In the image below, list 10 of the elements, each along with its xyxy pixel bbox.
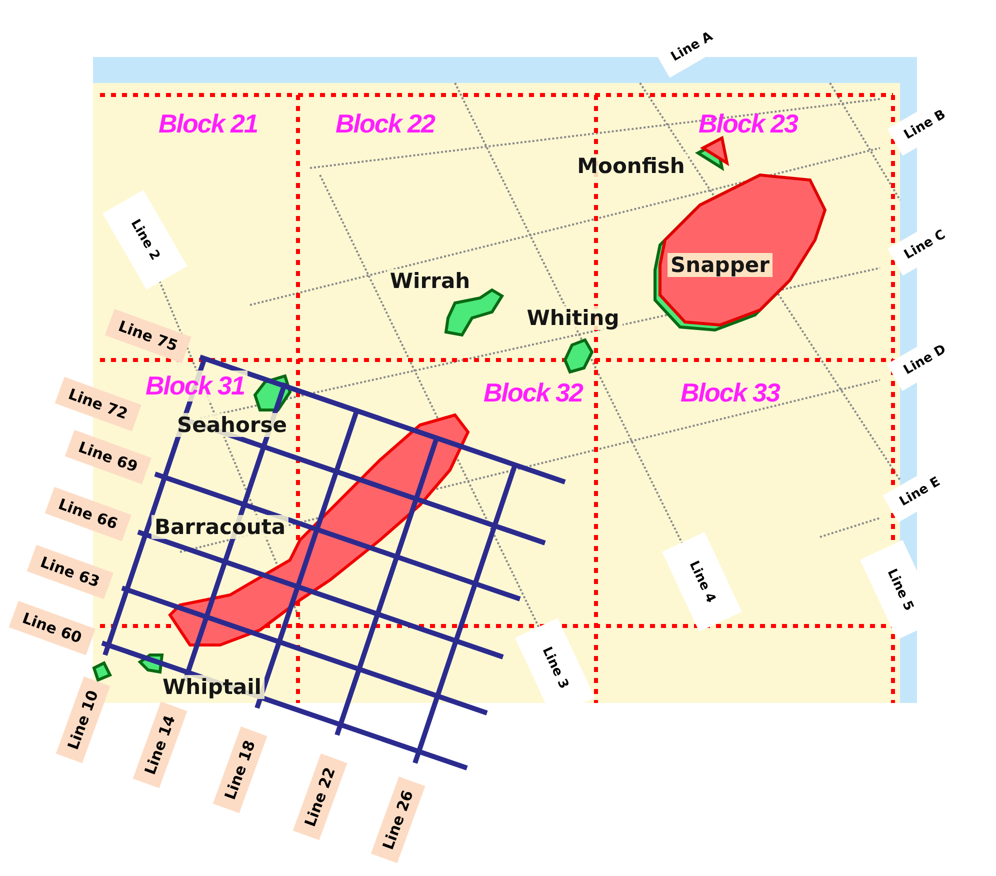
line-tag: Line 18	[212, 726, 268, 814]
block-label: Block 32	[484, 378, 582, 408]
field-label: Snapper	[668, 253, 772, 277]
field-label: Barracouta	[151, 515, 289, 539]
block-label: Block 33	[680, 378, 780, 408]
block-label: Block 21	[158, 108, 258, 140]
line-tag: Line 22	[292, 754, 348, 840]
line-tag: Line 26	[370, 776, 426, 864]
block-label: Block 22	[336, 108, 434, 140]
block-label: Block 23	[698, 108, 798, 140]
